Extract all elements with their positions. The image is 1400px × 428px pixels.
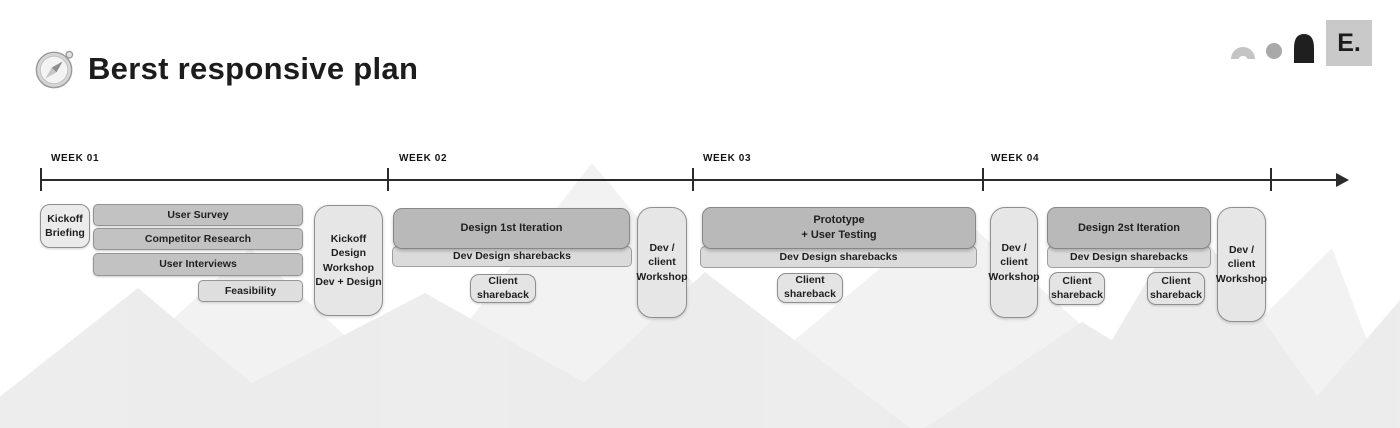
timeline-tick-week-03 bbox=[692, 168, 694, 191]
task-kickoff-briefing[interactable]: Kickoff Briefing bbox=[40, 204, 90, 248]
task-dev-design-sharebacks-3[interactable]: Dev Design sharebacks bbox=[1047, 246, 1211, 268]
task-dev-client-workshop-3[interactable]: Dev / client Workshop bbox=[1216, 207, 1267, 322]
task-dev-client-workshop-1[interactable]: Dev / client Workshop bbox=[636, 207, 688, 318]
task-design-1st-iteration[interactable]: Design 1st Iteration bbox=[393, 208, 630, 249]
header: Berst responsive plan bbox=[34, 48, 418, 90]
top-right-icons: E. bbox=[1230, 20, 1372, 66]
task-feasibility[interactable]: Feasibility bbox=[198, 280, 303, 302]
thimble-avatar-icon[interactable] bbox=[1292, 32, 1316, 64]
page-title: Berst responsive plan bbox=[88, 51, 419, 86]
week-04-label: WEEK 04 bbox=[991, 153, 1040, 164]
task-user-interviews[interactable]: User Interviews bbox=[93, 253, 303, 276]
task-client-shareback-1[interactable]: Client shareback bbox=[470, 274, 536, 303]
task-dev-design-sharebacks-2[interactable]: Dev Design sharebacks bbox=[700, 246, 977, 268]
task-client-shareback-2[interactable]: Client shareback bbox=[777, 273, 843, 303]
week-03-label: WEEK 03 bbox=[703, 153, 752, 164]
task-design-2st-iteration[interactable]: Design 2st Iteration bbox=[1047, 207, 1211, 249]
timeline-axis bbox=[40, 179, 1340, 181]
timeline-tick-week-01 bbox=[40, 168, 42, 191]
task-competitor-research[interactable]: Competitor Research bbox=[93, 228, 303, 250]
task-user-survey[interactable]: User Survey bbox=[93, 204, 303, 226]
arch-avatar-icon[interactable] bbox=[1230, 40, 1256, 60]
task-client-shareback-3[interactable]: Client shareback bbox=[1049, 272, 1105, 305]
dot-avatar-icon[interactable] bbox=[1266, 43, 1282, 59]
task-kickoff-design-workshop[interactable]: Kickoff Design Workshop Dev + Design bbox=[314, 205, 383, 316]
timeline-tick-end bbox=[1270, 168, 1272, 191]
week-02-label: WEEK 02 bbox=[399, 153, 448, 164]
timeline-tick-week-02 bbox=[387, 168, 389, 191]
logo-badge[interactable]: E. bbox=[1326, 20, 1372, 66]
task-dev-design-sharebacks-1[interactable]: Dev Design sharebacks bbox=[392, 246, 632, 267]
timeline-tick-week-04 bbox=[982, 168, 984, 191]
task-dev-client-workshop-2[interactable]: Dev / client Workshop bbox=[988, 207, 1040, 318]
week-01-label: WEEK 01 bbox=[51, 153, 100, 164]
compass-icon bbox=[35, 50, 74, 89]
task-prototype-user-testing[interactable]: Prototype + User Testing bbox=[702, 207, 976, 249]
task-client-shareback-4[interactable]: Client shareback bbox=[1147, 272, 1205, 305]
timeline-arrowhead-icon bbox=[1336, 173, 1349, 187]
